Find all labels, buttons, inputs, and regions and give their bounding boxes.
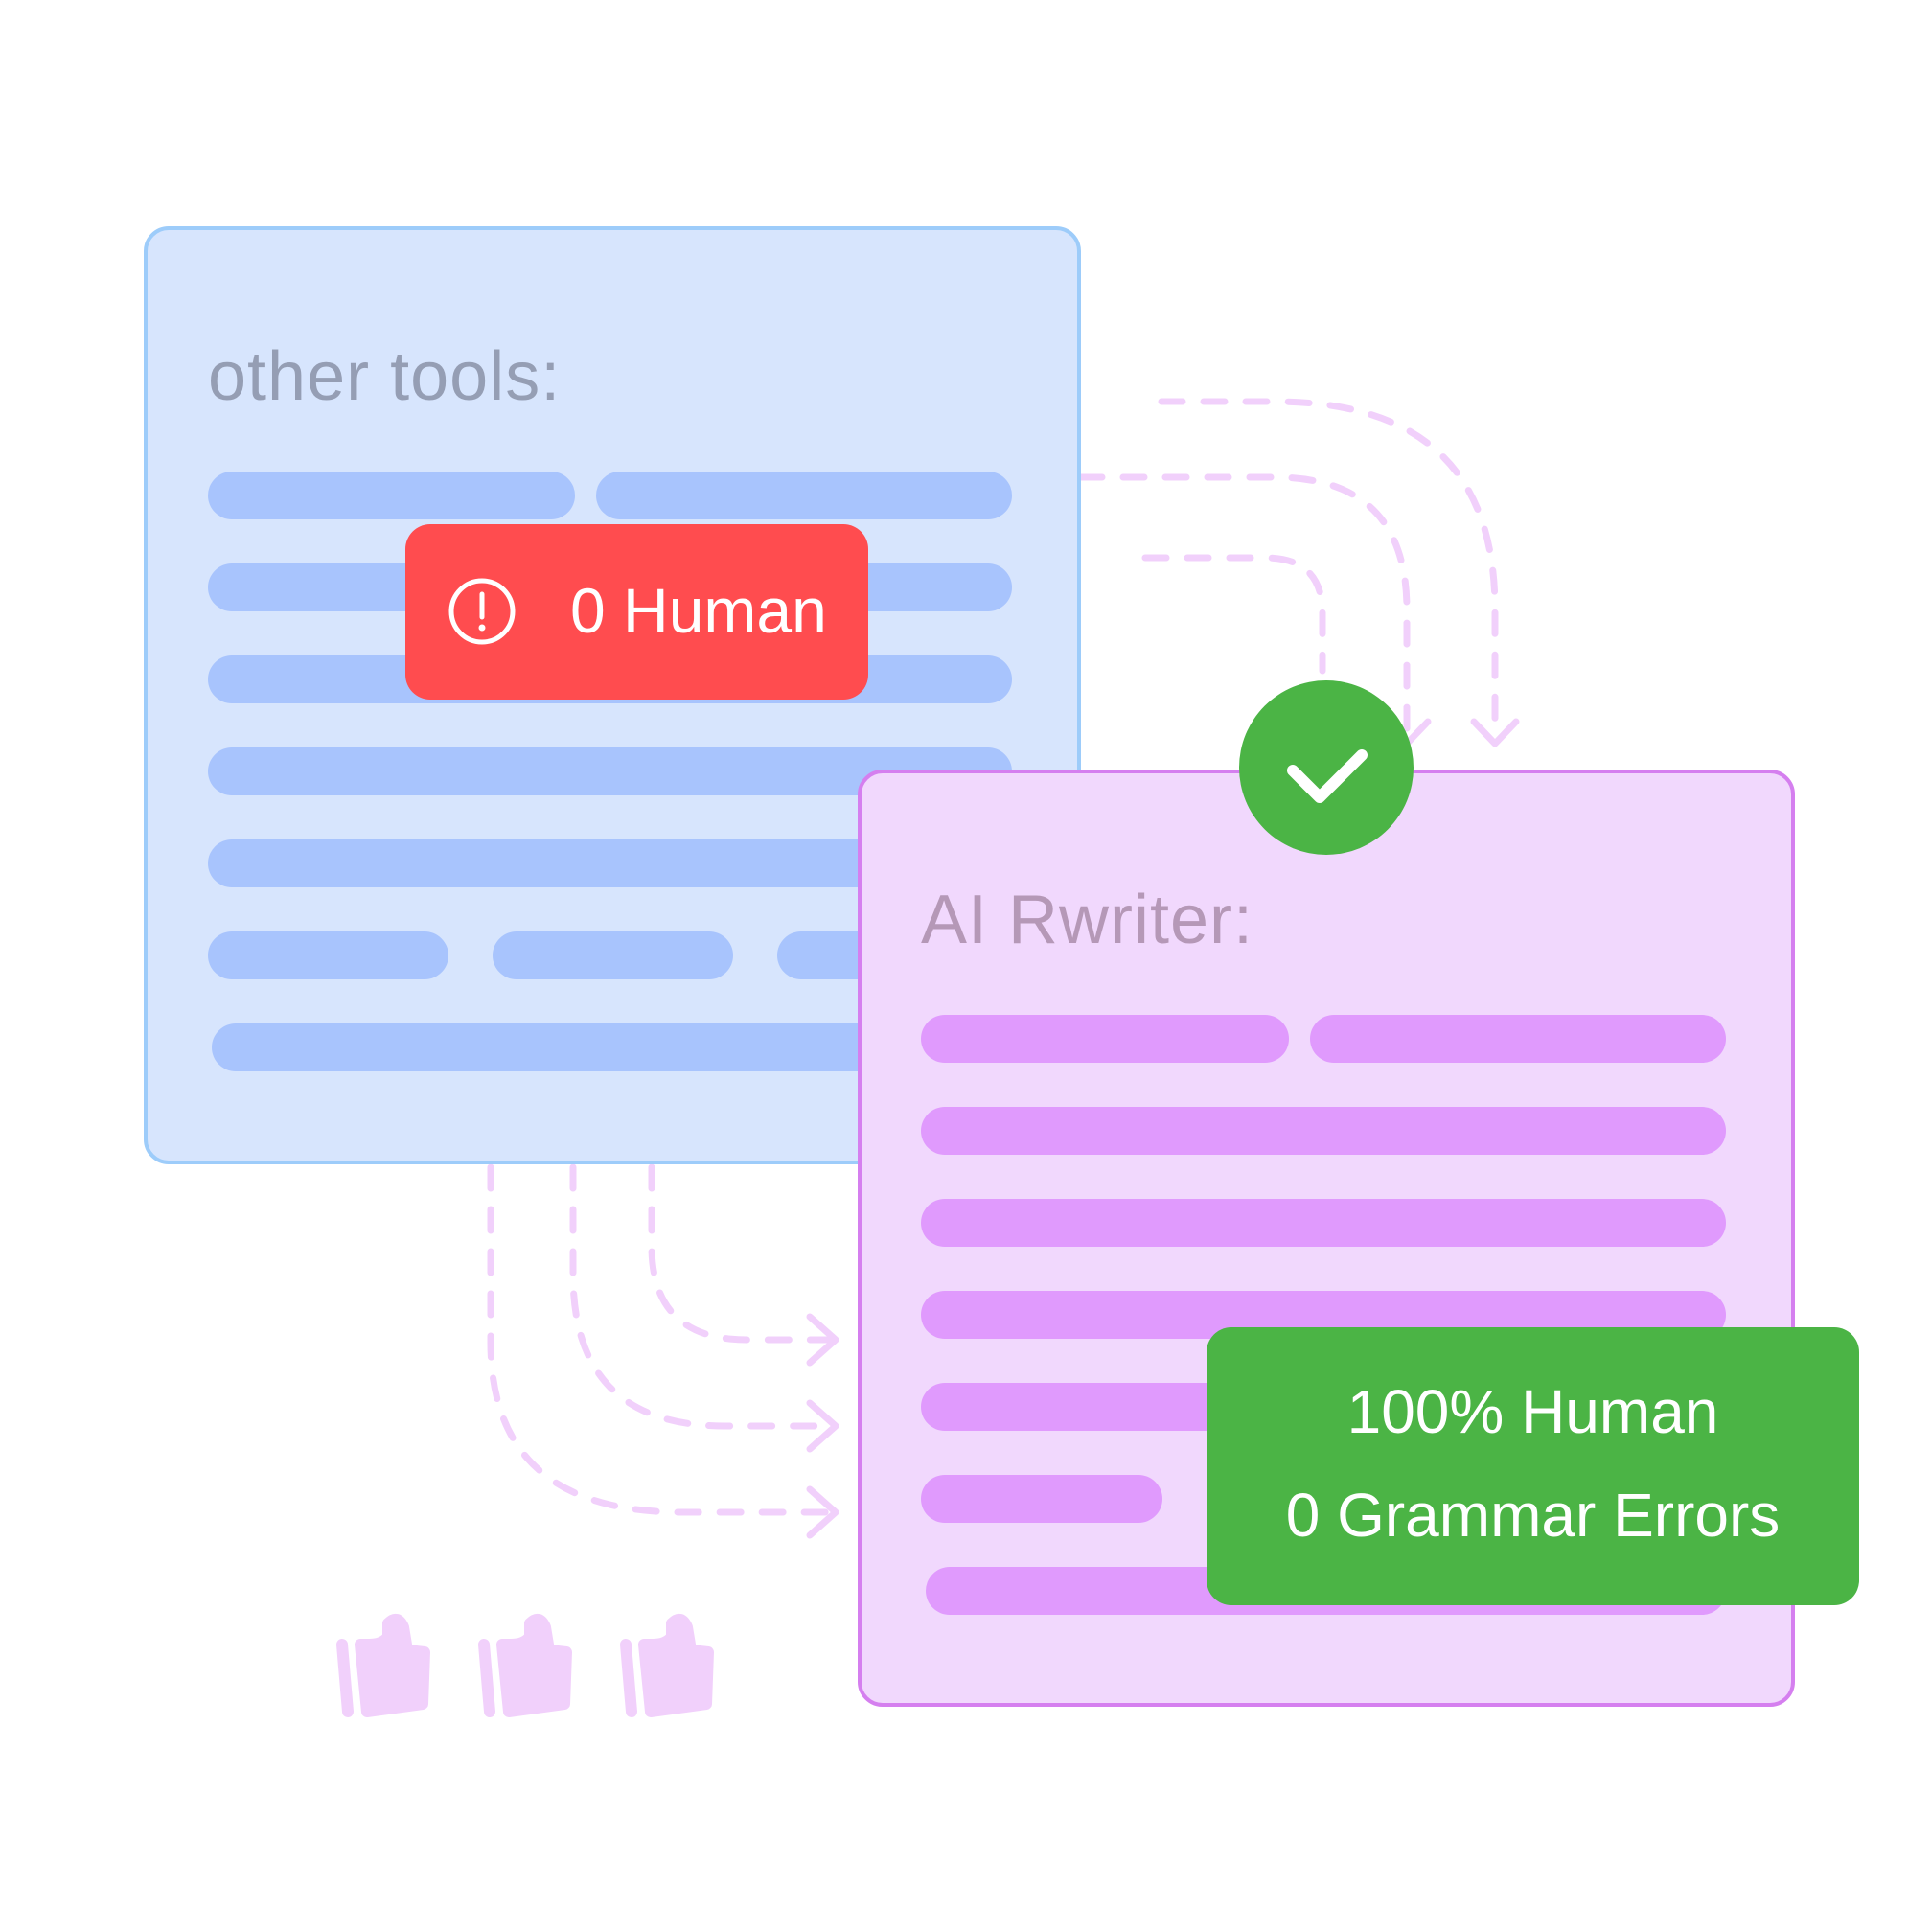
zero-human-badge: 0 Human <box>405 524 868 700</box>
text-line-placeholder <box>208 472 575 519</box>
text-line-placeholder <box>921 1475 1162 1523</box>
text-line-placeholder <box>921 1107 1726 1155</box>
alert-circle-icon <box>448 578 516 645</box>
result-badge: 100% Human 0 Grammar Errors <box>1207 1327 1859 1605</box>
ai-rwriter-title: AI Rwriter: <box>921 882 1254 958</box>
zero-human-label: 0 Human <box>570 575 827 646</box>
thumbs-up-icon <box>336 1613 430 1717</box>
text-line-placeholder <box>208 932 448 979</box>
text-line-placeholder <box>596 472 1012 519</box>
approved-badge <box>1239 680 1414 855</box>
grammar-errors-label: 0 Grammar Errors <box>1285 1481 1781 1550</box>
thumbs-up-icon <box>478 1613 572 1717</box>
text-line-placeholder <box>1310 1015 1726 1063</box>
text-line-placeholder <box>921 1199 1726 1247</box>
text-line-placeholder <box>921 1015 1289 1063</box>
text-line-placeholder <box>493 932 733 979</box>
other-tools-title: other tools: <box>208 338 562 415</box>
thumbs-up-icon <box>620 1613 714 1717</box>
human-score-label: 100% Human <box>1346 1377 1719 1446</box>
checkmark-icon <box>1287 749 1368 803</box>
